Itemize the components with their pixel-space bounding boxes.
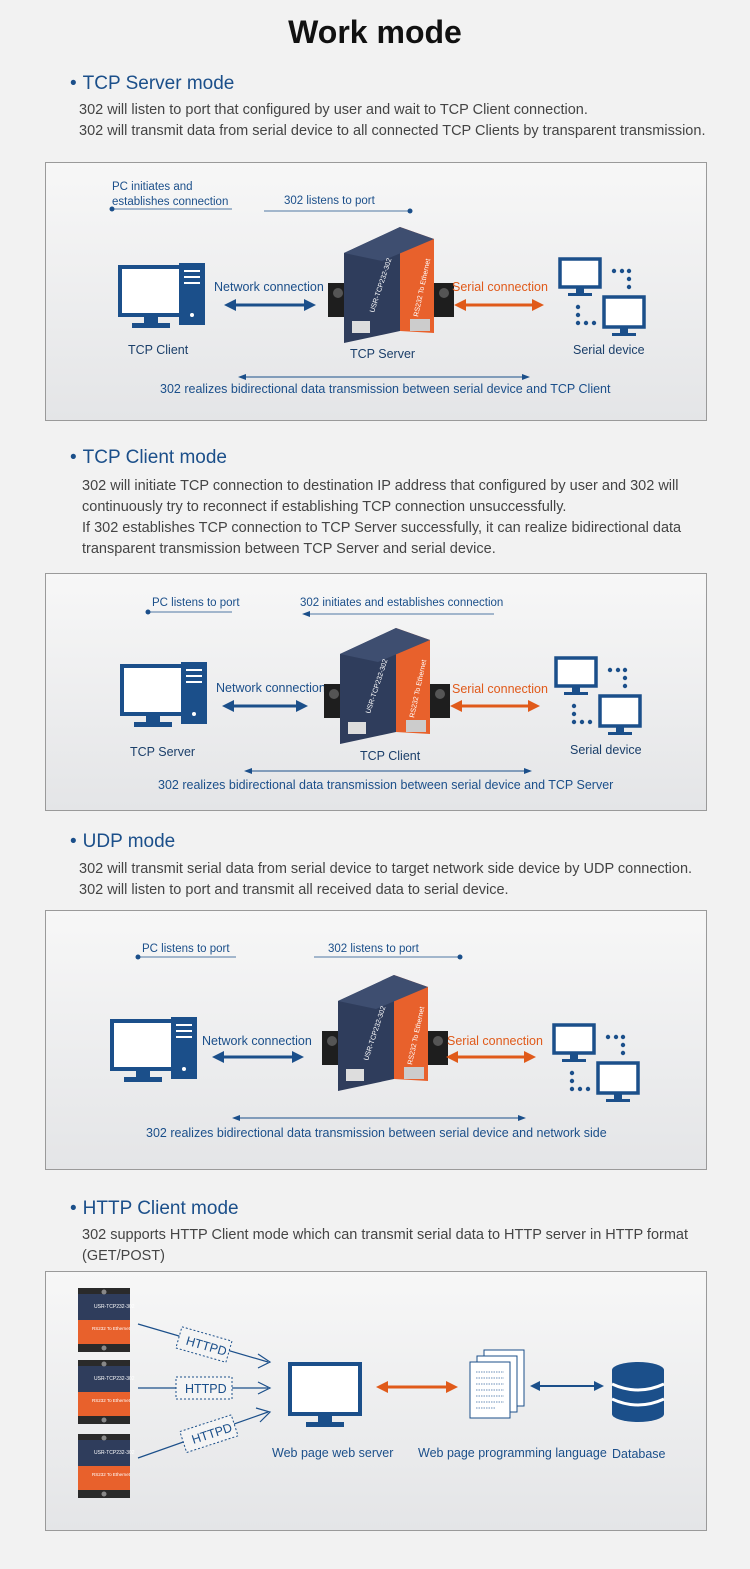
bidirectional-arrow-icon [244, 768, 532, 774]
section-heading-udp: •UDP mode [70, 831, 176, 852]
note-302-initiates: 302 initiates and establishes connection [300, 597, 503, 609]
label-network-connection: Network connection [214, 280, 324, 294]
section-heading-http-client: •HTTP Client mode [70, 1198, 239, 1219]
bullet-icon: • [70, 831, 77, 852]
http-client-description: 302 supports HTTP Client mode which can … [82, 1227, 689, 1264]
svg-text:RS232 To Ethernet: RS232 To Ethernet [92, 1472, 131, 1477]
tcp-client-diagram: PC listens to port 302 initiates and est… [45, 573, 707, 811]
bidirectional-arrow-icon [238, 374, 530, 380]
pc-icon [118, 263, 205, 328]
label-network-connection: Network connection [216, 681, 326, 695]
network-arrow-icon [222, 700, 308, 712]
orange-arrow-icon [376, 1381, 458, 1393]
note-pc-listens: PC listens to port [152, 597, 240, 609]
blue-arrow-icon [530, 1381, 604, 1391]
serial-arrow-icon [450, 700, 540, 712]
label-bidirectional: 302 realizes bidirectional data transmis… [146, 1126, 607, 1140]
svg-text:RS232 To Ethernet: RS232 To Ethernet [92, 1398, 131, 1403]
bullet-icon: • [70, 447, 77, 468]
bullet-icon: • [70, 1198, 77, 1219]
label-network-connection: Network connection [202, 1034, 312, 1048]
converter-device-icon: USR-TCP232-302 RS232 To Ethernet [324, 628, 450, 744]
tcp-server-diagram: PC initiates and establishes connection … [45, 162, 707, 421]
note-pc-listens: PC listens to port [142, 943, 230, 955]
httpd-tag-2: HTTPD [185, 1382, 227, 1396]
svg-text:USR-TCP232-302: USR-TCP232-302 [94, 1450, 135, 1456]
database-icon [611, 1362, 665, 1422]
serial-device-icon [552, 1023, 640, 1102]
label-programming-language: Web page programming language [418, 1446, 607, 1460]
document-icon [469, 1349, 525, 1419]
label-web-server: Web page web server [272, 1446, 393, 1460]
label-tcp-server: TCP Server [130, 745, 195, 759]
note-302-listens: 302 listens to port [284, 195, 376, 207]
svg-text:USR-TCP232-302: USR-TCP232-302 [94, 1304, 135, 1310]
note-302-listens: 302 listens to port [328, 943, 420, 955]
converter-device-icon: USR-TCP232-302 RS232 To Ethernet [78, 1360, 135, 1424]
pc-icon [120, 662, 207, 727]
label-serial-connection: Serial connection [452, 682, 548, 696]
converter-device-icon: USR-TCP232-302 RS232 To Ethernet [328, 227, 454, 343]
label-serial-device: Serial device [570, 743, 642, 757]
serial-device-icon [554, 656, 642, 735]
serial-arrow-icon [446, 1051, 536, 1063]
bidirectional-arrow-icon [232, 1115, 526, 1121]
converter-device-icon: USR-TCP232-302 RS232 To Ethernet [322, 975, 448, 1091]
udp-description: 302 will transmit serial data from seria… [79, 861, 693, 898]
network-arrow-icon [224, 299, 316, 311]
serial-device-icon [558, 257, 646, 336]
label-tcp-server: TCP Server [350, 347, 415, 361]
page-title: Work mode [288, 14, 462, 50]
monitor-icon [288, 1362, 362, 1427]
label-serial-connection: Serial connection [447, 1034, 543, 1048]
label-serial-device: Serial device [573, 343, 645, 357]
pc-icon [110, 1017, 197, 1082]
section-heading-tcp-server: •TCP Server mode [70, 73, 235, 94]
converter-device-icon: USR-TCP232-302 RS232 To Ethernet [78, 1288, 135, 1352]
network-arrow-icon [212, 1051, 304, 1063]
bullet-icon: • [70, 73, 77, 94]
label-database: Database [612, 1447, 666, 1461]
note-pc-initiates-1: PC initiates and [112, 181, 193, 193]
converter-device-icon: USR-TCP232-302 RS232 To Ethernet [78, 1434, 135, 1498]
udp-diagram: PC listens to port 302 listens to port N… [45, 910, 707, 1170]
svg-text:USR-TCP232-302: USR-TCP232-302 [94, 1376, 135, 1382]
label-tcp-client: TCP Client [128, 343, 189, 357]
serial-arrow-icon [454, 299, 544, 311]
note-pc-initiates-2: establishes connection [112, 196, 228, 208]
label-bidirectional: 302 realizes bidirectional data transmis… [158, 778, 613, 792]
label-serial-connection: Serial connection [452, 280, 548, 294]
label-tcp-client: TCP Client [360, 749, 421, 763]
label-bidirectional: 302 realizes bidirectional data transmis… [160, 382, 611, 396]
section-heading-tcp-client: •TCP Client mode [70, 447, 227, 468]
svg-text:RS232 To Ethernet: RS232 To Ethernet [92, 1326, 131, 1331]
tcp-server-description: 302 will listen to port that configured … [79, 102, 706, 139]
http-client-diagram: USR-TCP232-302 RS232 To Ethernet USR-TCP… [45, 1271, 707, 1531]
tcp-client-description: 302 will initiate TCP connection to dest… [82, 478, 682, 557]
